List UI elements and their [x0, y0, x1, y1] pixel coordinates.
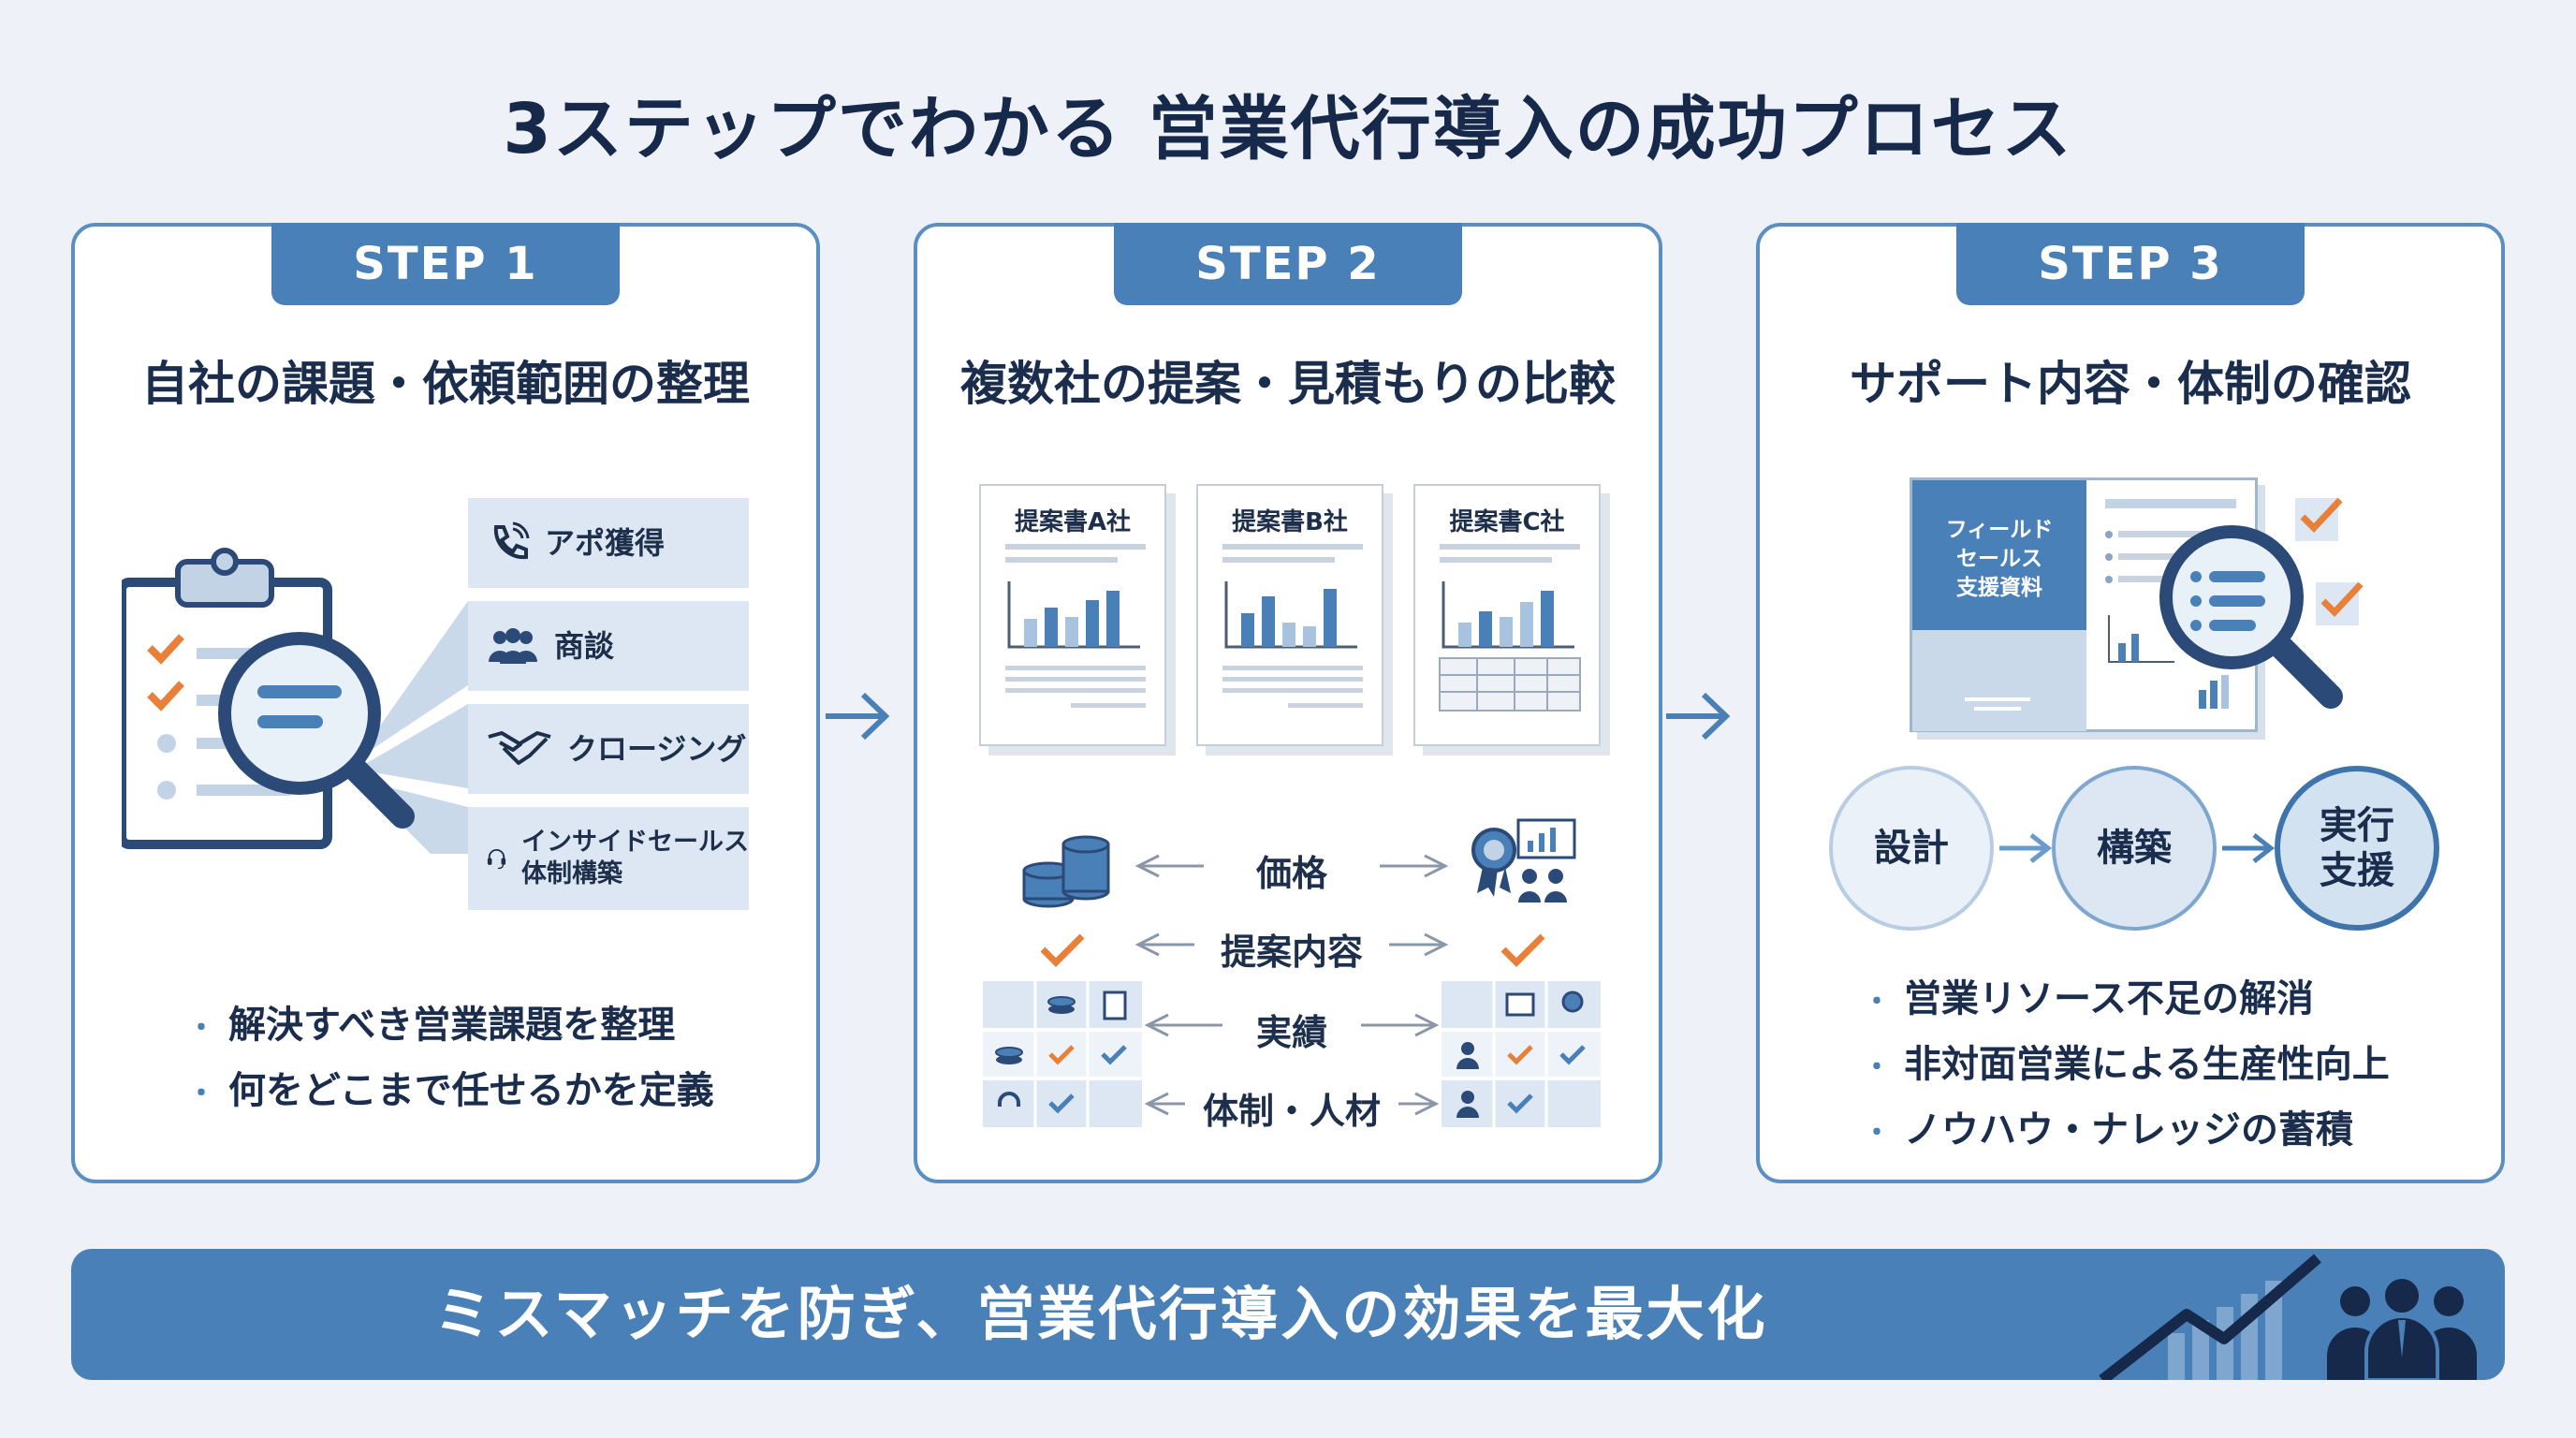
step1-title: 自社の課題・依頼範囲の整理 — [141, 357, 750, 411]
comparison-grid-left — [983, 981, 1142, 1127]
growth-chart-icon — [2099, 1254, 2321, 1380]
flow-step-build: 構築 — [2052, 766, 2217, 931]
bar-chart-icon — [1222, 544, 1363, 708]
magnifier-icon — [2159, 525, 2343, 709]
proposal-doc-c: 提案書C社 — [1413, 484, 1601, 746]
task-label-appointment: アポ獲得 — [545, 525, 666, 561]
step3-title: サポート内容・体制の確認 — [1850, 357, 2411, 411]
arrow-right-icon — [2222, 833, 2276, 863]
checkbox-icon — [2295, 497, 2343, 541]
arrow-both-icon — [1134, 932, 1449, 957]
handshake-icon — [488, 731, 551, 765]
bar-chart-icon — [1005, 544, 1146, 708]
page-title: 3ステップでわかる 営業代行導入の成功プロセス — [503, 89, 2073, 169]
summary-banner: ミスマッチを防ぎ、営業代行導入の効果を最大化 — [71, 1249, 2505, 1380]
list-item: ・何をどこまで任せるかを定義 — [187, 1069, 714, 1112]
banner-text: ミスマッチを防ぎ、営業代行導入の効果を最大化 — [433, 1280, 1768, 1348]
check-icon — [1040, 933, 1085, 967]
step2-tab: STEP 2 — [1114, 223, 1462, 305]
step1-bullets: ・解決すべき営業課題を整理 ・何をどこまで任せるかを定義 — [187, 994, 714, 1125]
proposal-doc-a: 提案書A社 — [979, 484, 1166, 746]
compare-label-price: 価格 — [1255, 853, 1327, 894]
arrow-both-icon — [1134, 854, 1449, 878]
document-label: フィールド セールス 支援資料 — [1945, 518, 2054, 601]
arrow-right-icon — [826, 692, 890, 741]
task-label-inside-sales: インサイドセールス 体制構築 — [521, 828, 749, 888]
flow-step-execution: 実行 支援 — [2275, 766, 2439, 931]
proposal-doc-b: 提案書B社 — [1196, 484, 1383, 746]
award-icon — [1471, 818, 1576, 902]
coins-icon — [1022, 835, 1110, 908]
people-icon — [489, 628, 537, 664]
checkbox-icon — [2316, 581, 2364, 625]
task-item-negotiation: 商談 — [468, 601, 749, 691]
arrow-both-icon — [1144, 1092, 1440, 1116]
task-label-closing: クロージング — [567, 731, 747, 767]
task-item-appointment: アポ獲得 — [468, 498, 749, 588]
list-item: ・ノウハウ・ナレッジの蓄積 — [1863, 1108, 2353, 1152]
arrow-right-icon — [1666, 692, 1731, 741]
step1-tab: STEP 1 — [271, 223, 620, 305]
list-item: ・解決すべき営業課題を整理 — [187, 1004, 676, 1047]
step1-card: STEP 1 自社の課題・依頼範囲の整理 アポ獲得 商談 クロージング — [71, 223, 820, 1183]
bar-chart-icon — [1439, 544, 1581, 712]
step2-card: STEP 2 複数社の提案・見積もりの比較 提案書A社 提案書B社 提案書C社 — [914, 223, 1662, 1183]
step3-bullets: ・営業リソース不足の解消 ・非対面営業による生産性向上 ・ノウハウ・ナレッジの蓄… — [1863, 968, 2390, 1165]
step3-card: STEP 3 サポート内容・体制の確認 フィールド セールス 支援資料 設計 構… — [1756, 223, 2505, 1183]
list-item: ・非対面営業による生産性向上 — [1863, 1043, 2390, 1086]
arrow-right-icon — [1999, 833, 2053, 863]
phone-icon — [493, 521, 530, 560]
team-icon — [2327, 1275, 2477, 1380]
task-label-negotiation: 商談 — [554, 628, 615, 664]
flow-step-design: 設計 — [1829, 766, 1994, 931]
compare-label-content: 提案内容 — [1220, 932, 1363, 973]
support-document: フィールド セールス 支援資料 — [1910, 477, 2258, 732]
step3-tab: STEP 3 — [1956, 223, 2305, 305]
check-icon — [1500, 933, 1545, 967]
task-item-closing: クロージング — [468, 704, 749, 794]
compare-label-staffing: 体制・人材 — [1202, 1091, 1381, 1132]
comparison-grid-right — [1442, 981, 1601, 1127]
headset-icon — [487, 849, 506, 870]
task-item-inside-sales: インサイドセールス 体制構築 — [468, 807, 749, 910]
compare-label-track-record: 実績 — [1255, 1012, 1327, 1053]
magnifier-icon — [218, 632, 415, 829]
arrow-both-icon — [1144, 1013, 1440, 1037]
step2-title: 複数社の提案・見積もりの比較 — [960, 357, 1616, 411]
list-item: ・営業リソース不足の解消 — [1863, 977, 2314, 1020]
